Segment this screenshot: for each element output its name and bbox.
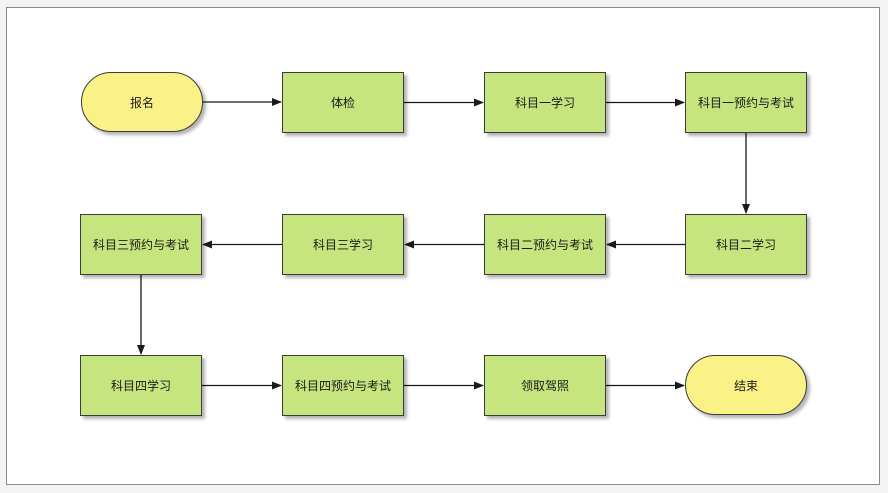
step-subject2-exam-label: 科目二预约与考试 [496,238,593,252]
step-medical-exam-label: 体检 [330,96,355,110]
step-subject3-study-label: 科目三学习 [312,238,373,252]
step-subject3-exam-label: 科目三预约与考试 [92,238,189,252]
step-subject1-exam-label: 科目一预约与考试 [697,96,794,110]
step-subject1-study: 科目一学习 [484,72,606,133]
step-subject4-study-label: 科目四学习 [110,379,171,393]
step-medical-exam: 体检 [282,72,404,133]
step-subject1-study-label: 科目一学习 [514,96,575,110]
step-subject2-study-label: 科目二学习 [715,238,776,252]
step-subject1-exam: 科目一预约与考试 [685,72,807,133]
step-subject2-exam: 科目二预约与考试 [484,214,606,275]
start-node-label: 报名 [129,95,154,110]
step-get-license: 领取驾照 [484,355,606,416]
step-subject4-study: 科目四学习 [80,355,202,416]
step-subject3-exam: 科目三预约与考试 [80,214,202,275]
end-node: 结束 [685,355,807,415]
end-node-label: 结束 [733,378,758,393]
step-subject4-exam: 科目四预约与考试 [282,355,404,416]
step-get-license-label: 领取驾照 [520,379,569,393]
start-node: 报名 [81,72,203,132]
step-subject3-study: 科目三学习 [282,214,404,275]
step-subject2-study: 科目二学习 [685,214,807,275]
step-subject4-exam-label: 科目四预约与考试 [294,379,391,393]
